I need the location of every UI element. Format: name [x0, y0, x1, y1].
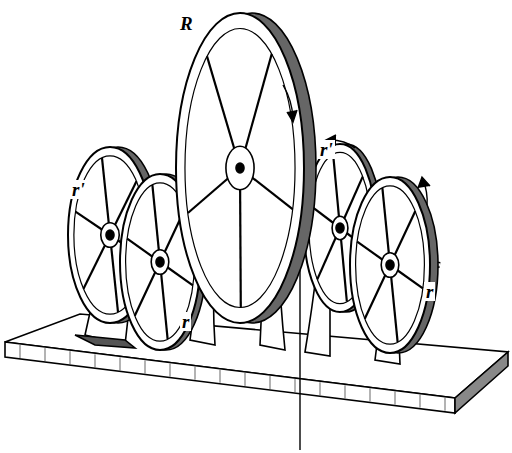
board-hatch [170, 364, 171, 377]
board-hatch [95, 354, 96, 367]
board-hatch [120, 357, 121, 370]
wheel-big-R [176, 13, 316, 323]
wheel-r-right [350, 177, 438, 353]
base-side [455, 352, 508, 413]
board-hatch [220, 370, 221, 383]
part-label: r [424, 282, 435, 301]
rotation-arrows [283, 85, 430, 205]
board-hatch [45, 348, 46, 361]
board-hatch [320, 382, 321, 395]
board-hatch [395, 392, 396, 405]
board-hatch [20, 345, 21, 358]
board-hatch [195, 367, 196, 380]
part-label: R [178, 14, 195, 33]
board-hatch [445, 398, 446, 411]
board-hatch [70, 351, 71, 364]
board-hatch [420, 395, 421, 408]
board-hatch [245, 373, 246, 386]
board-hatch [295, 379, 296, 392]
board-hatch [370, 388, 371, 401]
part-label: r [180, 312, 191, 331]
part-label: r' [70, 180, 87, 199]
part-label: r' [318, 140, 335, 159]
board-hatch [270, 376, 271, 389]
board-hatch [145, 361, 146, 374]
board-hatch [345, 385, 346, 398]
